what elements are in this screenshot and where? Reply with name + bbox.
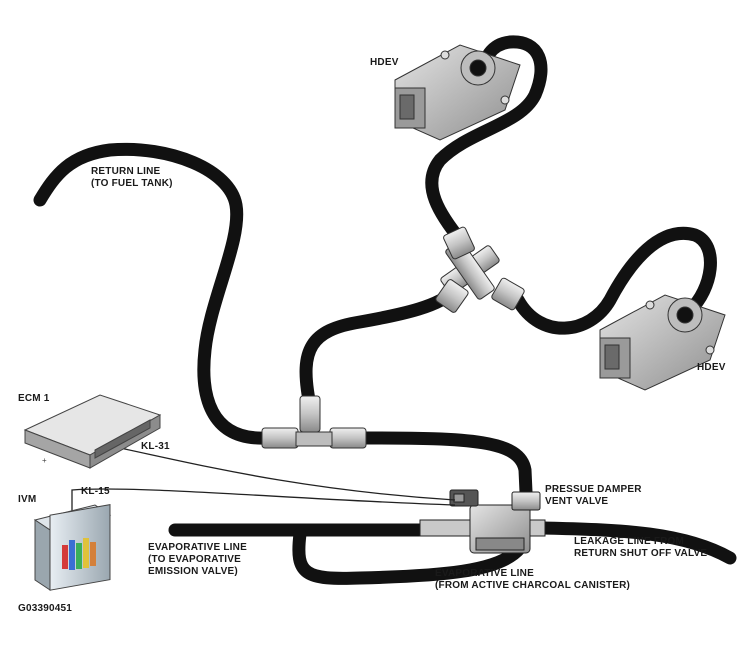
ivm-module — [33, 504, 112, 591]
return-line-label: RETURN LINE (TO FUEL TANK) — [91, 166, 173, 190]
hoses — [33, 35, 737, 585]
kl31-label: KL-31 — [141, 441, 170, 452]
pressure-damper-label: PRESSUE DAMPER VENT VALVE — [545, 484, 642, 508]
pressure-damper-label-line-1: PRESSUE DAMPER — [545, 484, 642, 495]
cross-fitting — [435, 226, 525, 313]
evaporative-line-left-label-line-3: EMISSION VALVE) — [148, 566, 238, 577]
evaporative-line-left-label: EVAPORATIVE LINE (TO EVAPORATIVE EMISSIO… — [148, 542, 247, 578]
return-line-hose — [33, 142, 272, 445]
leakage-line-label-line-1: LEAKAGE LINE FROM — [574, 536, 685, 547]
hose-to-top-hdev — [425, 35, 548, 249]
kl15-label: KL-15 — [81, 486, 110, 497]
tee-to-cross-hose — [299, 283, 462, 407]
evaporative-line-bottom-hose — [292, 527, 527, 585]
ecm-label: ECM 1 — [18, 393, 50, 404]
evaporative-line-bottom-label: EVAPORATIVE LINE (FROM ACTIVE CHARCOAL C… — [435, 568, 630, 592]
hdev-right-label: HDEV — [697, 362, 726, 373]
return-line-label-line-1: RETURN LINE — [91, 166, 161, 177]
evaporative-line-left-label-line-1: EVAPORATIVE LINE — [148, 542, 247, 553]
kl15-wire — [71, 488, 456, 515]
leakage-line-label: LEAKAGE LINE FROM RETURN SHUT OFF VALVE — [574, 536, 707, 560]
hdev-top-injector — [394, 44, 521, 141]
hdev-top-label: HDEV — [370, 57, 399, 68]
figure-id-label: G03390451 — [18, 603, 73, 614]
ecm-module: + — [23, 394, 162, 469]
leakage-line-hose — [538, 521, 737, 565]
return-line-label-line-2: (TO FUEL TANK) — [91, 178, 173, 189]
evaporative-line-bottom-label-line-2: (FROM ACTIVE CHARCOAL CANISTER) — [435, 580, 631, 591]
pressure-damper-vent-valve — [419, 489, 546, 554]
leakage-line-label-line-2: RETURN SHUT OFF VALVE — [574, 548, 708, 559]
svg-text:+: + — [42, 456, 47, 465]
wiring — [71, 447, 456, 515]
ivm-label: IVM — [18, 494, 37, 505]
evaporative-line-bottom-label-line-1: EVAPORATIVE LINE — [435, 568, 534, 579]
hdev-right-injector — [599, 294, 726, 391]
pressure-damper-label-line-2: VENT VALVE — [545, 496, 609, 507]
tee-fitting — [261, 395, 367, 449]
kl31-wire — [119, 447, 456, 501]
hose-to-right-hdev — [511, 226, 717, 335]
tee-to-vent-valve-hose — [358, 431, 533, 499]
evaporative-line-left-label-line-2: (TO EVAPORATIVE — [148, 554, 242, 565]
